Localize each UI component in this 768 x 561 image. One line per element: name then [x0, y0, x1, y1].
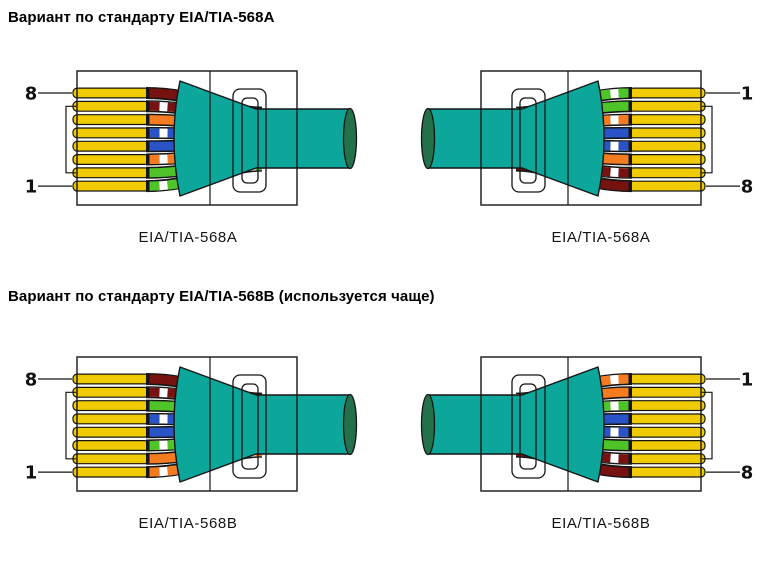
connector-pin-contact	[72, 140, 150, 152]
connector-drawing	[65, 70, 358, 206]
connector-pin-contact	[628, 140, 706, 152]
pin-group-bracket	[702, 391, 713, 460]
pin-group-bracket	[65, 105, 76, 174]
connector-pin-contact	[628, 114, 706, 126]
pin-number-bottom: 1	[25, 177, 38, 198]
connector-pin-contact	[628, 466, 706, 478]
latch-outline	[232, 88, 267, 193]
pin-number-bottom: 8	[741, 463, 754, 484]
connector-pin-contact	[628, 153, 706, 165]
pin-group-bracket	[65, 391, 76, 460]
connector-pin-contact	[628, 386, 706, 398]
connector-pin-contact	[72, 466, 150, 478]
rj45-connector-568a-left: 81	[25, 70, 358, 206]
connector-drawing	[420, 70, 713, 206]
connector-pin-contact	[628, 167, 706, 179]
section-title-568a: Вариант по стандарту EIA/TIA-568A	[8, 9, 275, 26]
connector-pin-contact	[72, 439, 150, 451]
connector-pin-contact	[72, 100, 150, 112]
pin-group-bracket	[702, 105, 713, 174]
connector-caption-568a-left: EIA/TIA-568A	[138, 229, 238, 246]
latch-outline	[511, 374, 546, 479]
pin-number-top: 1	[741, 370, 754, 391]
connector-caption-568a-right: EIA/TIA-568A	[551, 229, 651, 246]
rj45-connector-568b-right: 18	[420, 356, 754, 492]
connector-pin-contact	[72, 127, 150, 139]
connector-pin-contact	[628, 87, 706, 99]
connector-pin-contact	[72, 400, 150, 412]
section-title-568b: Вариант по стандарту EIA/TIA-568B (испол…	[8, 288, 435, 305]
connector-pin-contact	[72, 426, 150, 438]
pin-number-bottom: 8	[741, 177, 754, 198]
connector-pin-contact	[628, 127, 706, 139]
connector-pin-contact	[72, 153, 150, 165]
cable-cut-end	[420, 393, 436, 456]
connector-pin-contact	[72, 180, 150, 192]
pin-number-top: 8	[25, 84, 38, 105]
cable-cut-end	[342, 107, 358, 170]
latch-outline	[511, 88, 546, 193]
pin-number-bottom: 1	[25, 463, 38, 484]
connector-caption-568b-left: EIA/TIA-568B	[138, 515, 238, 532]
connector-pin-contact	[628, 426, 706, 438]
connector-pin-contact	[72, 413, 150, 425]
connector-drawing	[420, 356, 713, 492]
connector-pin-contact	[628, 373, 706, 385]
connector-pin-contact	[628, 439, 706, 451]
connector-pin-contact	[628, 413, 706, 425]
connector-pin-contact	[72, 87, 150, 99]
connector-pin-contact	[72, 373, 150, 385]
connector-pin-contact	[628, 100, 706, 112]
connector-pin-contact	[628, 453, 706, 465]
rj45-connector-568b-left: 81	[25, 356, 358, 492]
latch-outline	[232, 374, 267, 479]
connector-pin-contact	[72, 167, 150, 179]
connector-pin-contact	[628, 180, 706, 192]
connector-pin-contact	[628, 400, 706, 412]
cable-cut-end	[420, 107, 436, 170]
pin-number-top: 8	[25, 370, 38, 391]
connector-pin-contact	[72, 453, 150, 465]
connector-pin-contact	[72, 114, 150, 126]
rj45-connector-568a-right: 18	[420, 70, 754, 206]
pin-number-top: 1	[741, 84, 754, 105]
connector-drawing	[65, 356, 358, 492]
connector-pin-contact	[72, 386, 150, 398]
cable-cut-end	[342, 393, 358, 456]
connector-caption-568b-right: EIA/TIA-568B	[551, 515, 651, 532]
